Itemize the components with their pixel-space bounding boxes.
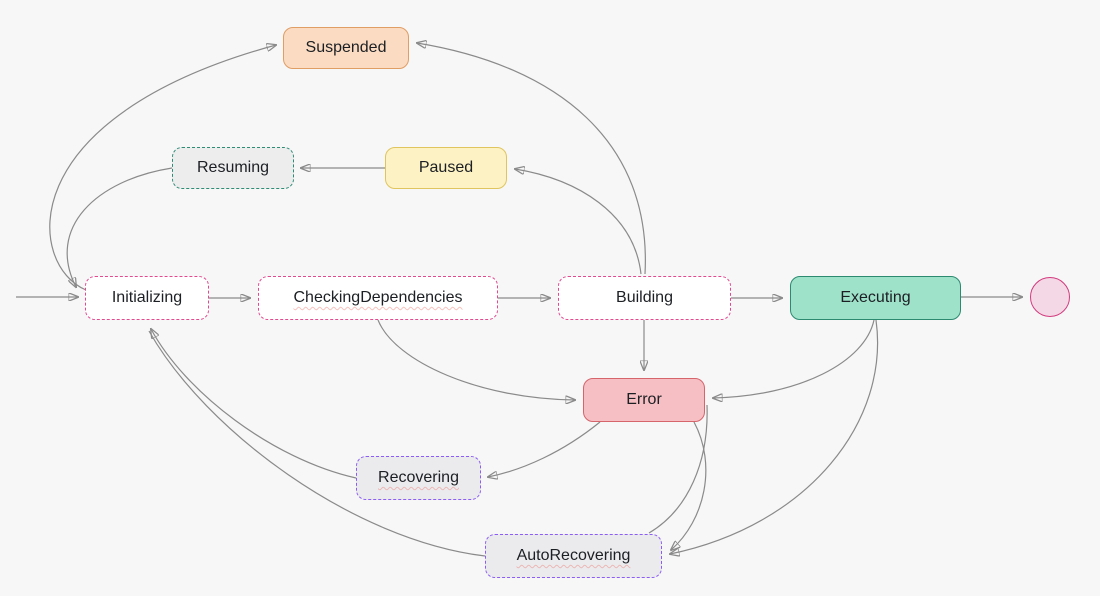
state-node-paused: Paused [385, 147, 507, 189]
edge-resuming-to-initializing [66, 167, 173, 287]
edge-building-to-suspended [417, 43, 646, 275]
state-node-checkingdependencies: CheckingDependencies [258, 276, 498, 320]
state-label-checkingdependencies: CheckingDependencies [293, 289, 463, 306]
state-node-error: Error [583, 378, 705, 422]
edge-autorecovering-to-error [648, 404, 708, 534]
state-label-initializing: Initializing [111, 289, 183, 306]
state-label-autorecovering: AutoRecovering [516, 547, 631, 564]
state-node-building: Building [558, 276, 731, 320]
edge-building-to-paused [515, 169, 642, 275]
state-label-error: Error [626, 391, 662, 408]
edge-recovering-to-initializing [151, 329, 357, 479]
edge-error-to-recovering [488, 421, 601, 477]
state-node-resuming: Resuming [172, 147, 294, 189]
edge-autorecovering-to-initializing [148, 330, 486, 557]
edge-error-to-autorecovering [671, 421, 707, 550]
state-node-initializing: Initializing [85, 276, 209, 320]
state-label-suspended: Suspended [305, 39, 387, 56]
state-node-autorecovering: AutoRecovering [485, 534, 662, 578]
state-node-recovering: Recovering [356, 456, 481, 500]
state-label-executing: Executing [840, 289, 911, 306]
edge-initializing-to-suspended [49, 45, 276, 291]
state-node-suspended: Suspended [283, 27, 409, 69]
state-label-resuming: Resuming [196, 159, 270, 176]
final-state-circle [1030, 277, 1070, 317]
edge-checkingdependencies-to-error [377, 319, 575, 400]
state-node-executing: Executing [790, 276, 961, 320]
state-label-paused: Paused [418, 159, 474, 176]
state-label-recovering: Recovering [378, 469, 459, 486]
edge-executing-to-autorecovering [670, 319, 879, 554]
edge-executing-to-error [713, 319, 875, 398]
state-label-building: Building [616, 289, 673, 306]
